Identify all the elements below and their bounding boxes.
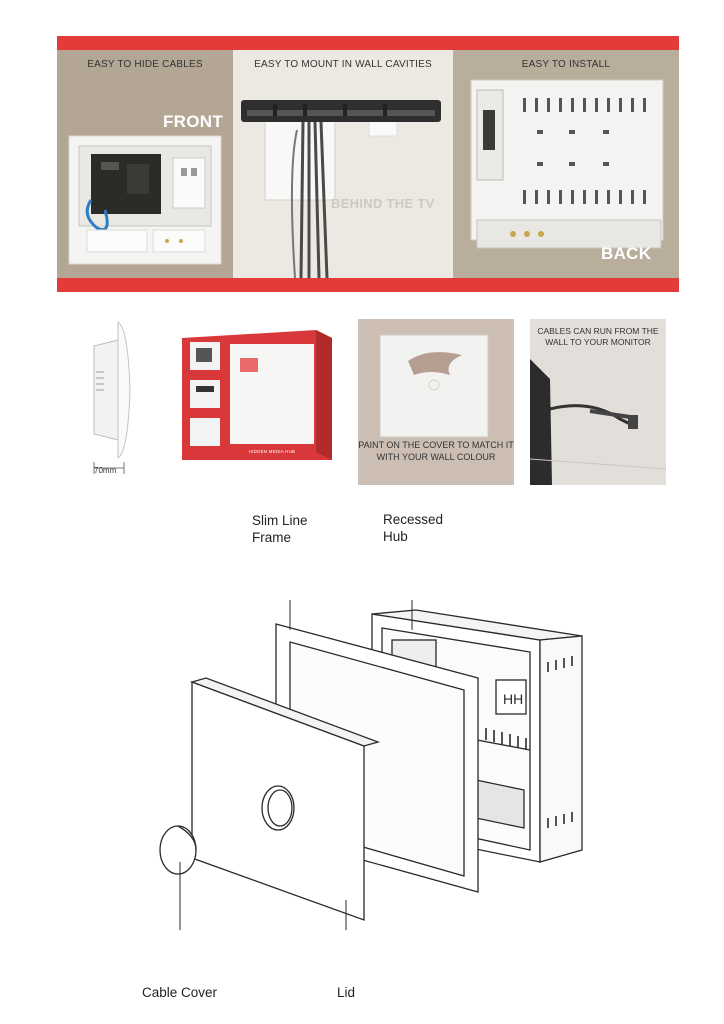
banner-top-strip — [57, 36, 679, 50]
product-box-image: HIDDEN MEDIA HUB — [178, 328, 336, 460]
behind-tv-label: BEHIND THE TV — [331, 196, 435, 211]
front-photo-panel: EASY TO HIDE CABLES FRONT — [57, 50, 233, 278]
slim-line-frame-label: Slim Line Frame — [252, 513, 308, 545]
back-photo-panel: EASY TO INSTALL BACK — [453, 50, 679, 278]
caption-mount-in-wall: EASY TO MOUNT IN WALL CAVITIES — [254, 59, 432, 70]
paint-cover-image: PAINT ON THE COVER TO MATCH IT WITH YOUR… — [358, 319, 514, 485]
tv-bracket-photo — [241, 100, 441, 278]
front-label: FRONT — [163, 112, 224, 131]
back-label: BACK — [601, 244, 652, 263]
caption-easy-install: EASY TO INSTALL — [521, 59, 611, 70]
feature-banner: EASY TO HIDE CABLES FRONT EASY TO MOUNT … — [57, 36, 679, 292]
cables-note: CABLES CAN RUN FROM THE WALL TO YOUR MON… — [537, 326, 659, 347]
cable-cover-label: Cable Cover — [142, 985, 218, 1000]
cables-image: CABLES CAN RUN FROM THE WALL TO YOUR MON… — [530, 319, 666, 485]
svg-text:HH: HH — [503, 691, 523, 707]
recessed-hub-label: Recessed Hub — [383, 512, 444, 544]
behind-tv-photo-panel: EASY TO MOUNT IN WALL CAVITIES BEHIND TH… — [233, 50, 453, 278]
banner-bottom-strip — [57, 278, 679, 292]
lid-label: Lid — [337, 985, 356, 1000]
exploded-diagram: HH — [159, 600, 583, 930]
product-box-drawing — [182, 330, 332, 460]
lid-part — [189, 677, 381, 921]
cables-drawing — [530, 319, 666, 485]
cable-cover-part — [159, 825, 197, 875]
caption-hide-cables: EASY TO HIDE CABLES — [87, 59, 203, 70]
callout-leaders — [179, 600, 413, 930]
paint-cover-note: PAINT ON THE COVER TO MATCH IT WITH YOUR… — [358, 440, 514, 462]
box-brand-label: HIDDEN MEDIA HUB — [248, 449, 296, 454]
back-hub-photo — [470, 79, 664, 249]
side-profile-image: 70mm — [88, 318, 142, 480]
front-hub-photo — [68, 135, 222, 265]
dimension-label: 70mm — [94, 466, 117, 475]
side-profile-drawing — [93, 321, 131, 474]
paint-cover-drawing — [379, 334, 489, 438]
